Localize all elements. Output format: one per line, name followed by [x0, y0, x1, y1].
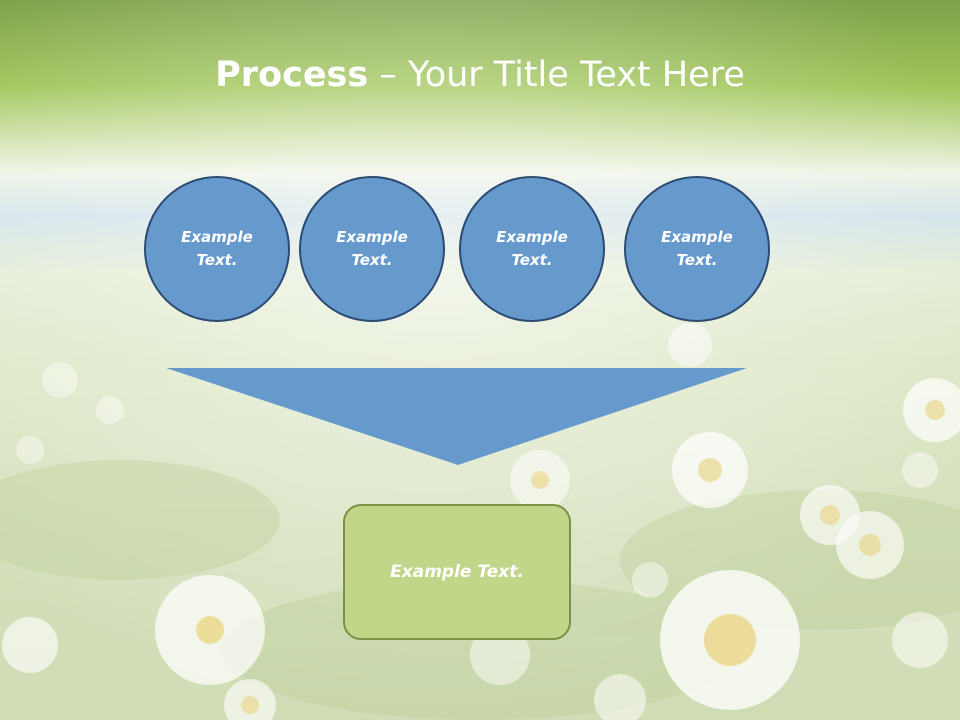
process-step-circle-4: Example Text.	[624, 176, 770, 322]
title-bold-word: Process	[215, 55, 369, 95]
step-label: Example Text.	[496, 228, 568, 269]
funnel-triangle	[166, 368, 747, 465]
step-label: Example Text.	[181, 228, 253, 269]
slide-title: Process – Your Title Text Here	[0, 50, 960, 100]
process-step-circle-3: Example Text.	[459, 176, 605, 322]
title-rest: – Your Title Text Here	[368, 55, 745, 95]
step-label: Example Text.	[336, 228, 408, 269]
result-label: Example Text.	[390, 562, 524, 582]
process-step-circle-2: Example Text.	[299, 176, 445, 322]
step-label: Example Text.	[661, 228, 733, 269]
daisy-decoration	[660, 570, 800, 710]
result-box: Example Text.	[343, 504, 571, 640]
process-step-circle-1: Example Text.	[144, 176, 290, 322]
